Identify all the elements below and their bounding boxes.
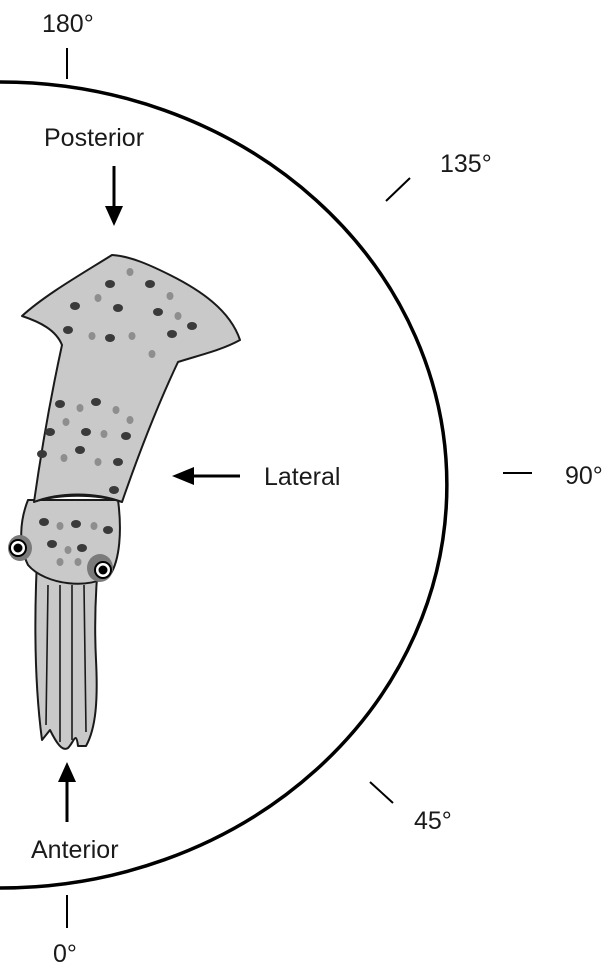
anterior-label: Anterior (31, 836, 119, 864)
squid-left-eye (8, 535, 32, 561)
posterior-label: Posterior (44, 124, 144, 152)
posterior-arrow (105, 166, 123, 226)
anterior-arrow (58, 762, 76, 822)
angle-label-0: 0° (53, 940, 77, 968)
angle-label-90: 90° (565, 462, 603, 490)
angle-label-45: 45° (414, 807, 452, 835)
angle-label-135: 135° (440, 150, 492, 178)
squid-mantle (22, 255, 240, 502)
tick-45 (370, 782, 393, 803)
lateral-label: Lateral (264, 463, 340, 491)
squid-right-eye (87, 554, 113, 582)
lateral-arrow (172, 467, 240, 485)
angle-label-180: 180° (42, 10, 94, 38)
squid-illustration (8, 255, 240, 749)
tick-135 (386, 178, 410, 201)
